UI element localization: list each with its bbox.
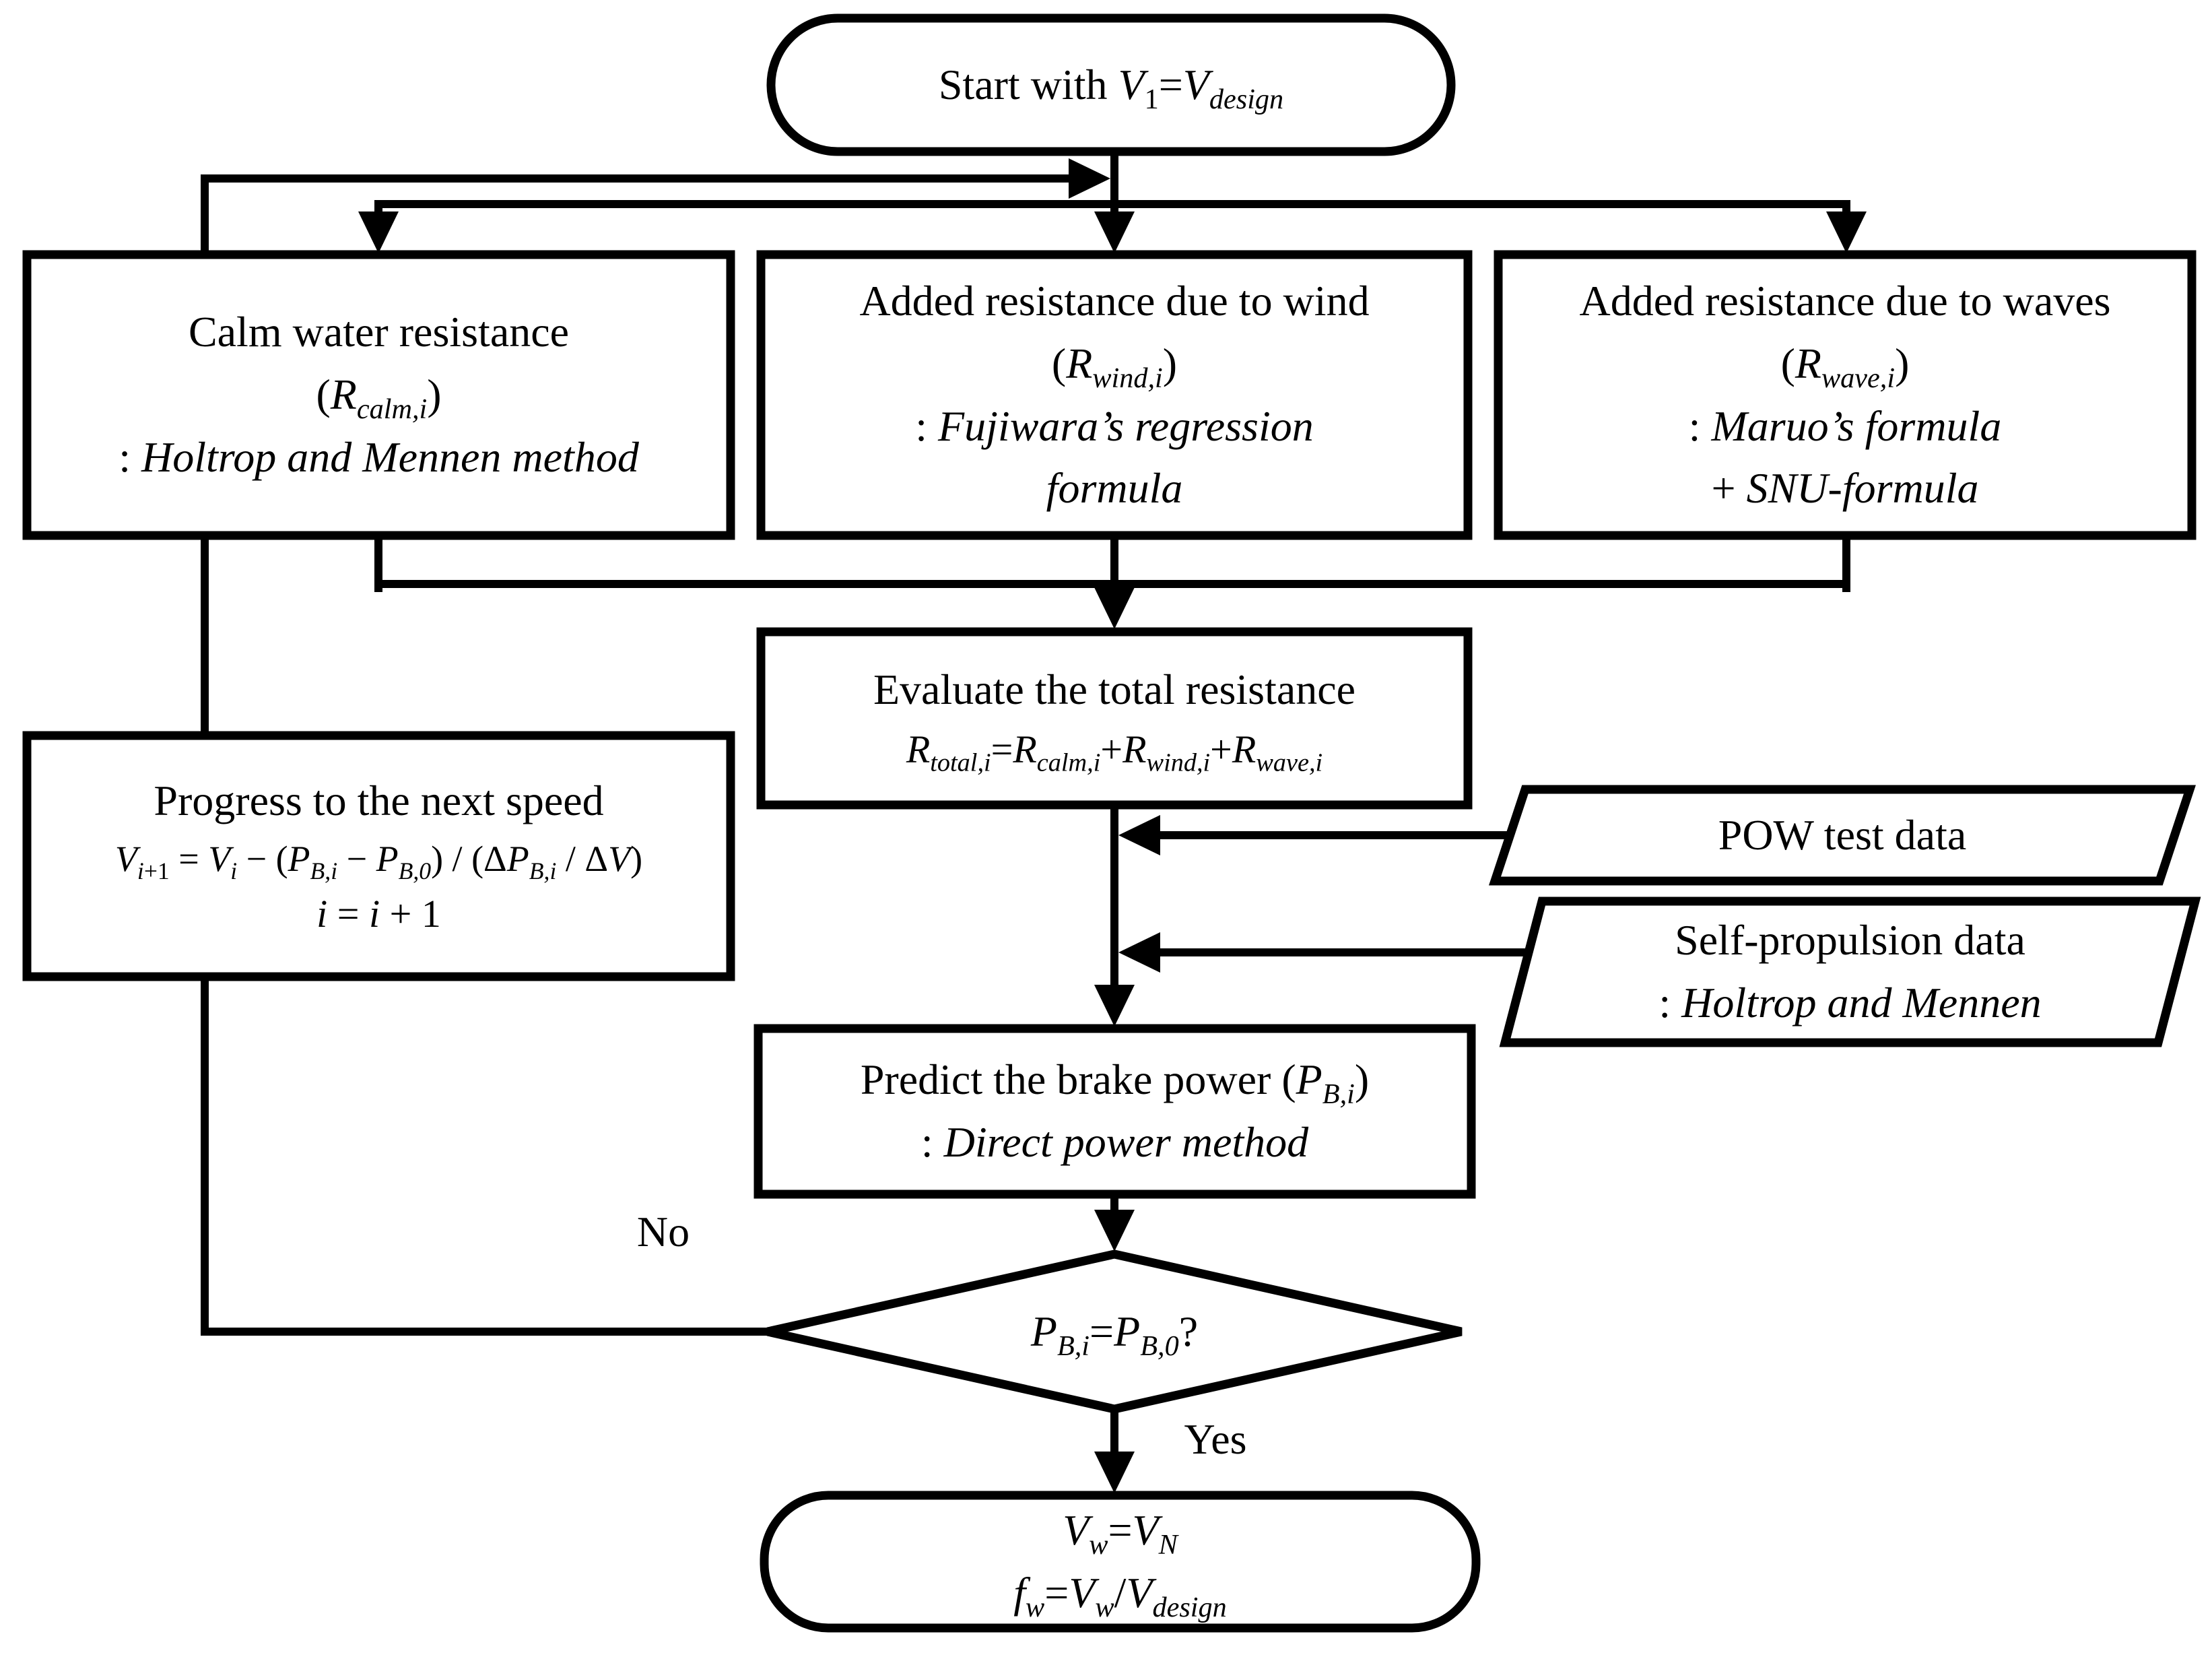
formula-line: Vi+1 = Vi − (PB,i − PB,0) / (ΔPB,i / ΔV): [114, 839, 643, 884]
arrowhead-into-wind: [1094, 211, 1135, 253]
start-terminal-shape: [766, 13, 1456, 156]
text-line: : Direct power method: [920, 1118, 1309, 1166]
arrowhead-selfprop-left: [1118, 932, 1160, 973]
formula-line: i = i + 1: [316, 891, 441, 936]
calm-water-box-shape: [22, 250, 735, 540]
wind-box-shape: [756, 250, 1473, 540]
text-line: PB,i=PB,0?: [1030, 1307, 1199, 1362]
waves-box-label: Added resistance due to waves (Rwave,i) …: [1498, 255, 2192, 535]
arrowhead-into-decision: [1094, 1210, 1135, 1251]
text-line: : Fujiwara’s regression: [915, 401, 1314, 450]
selfprop-data-parallelogram-shape: [1499, 897, 2201, 1047]
text-line: Start with V1=Vdesign: [938, 60, 1284, 115]
text-line: Self-propulsion data: [1675, 916, 2025, 965]
text-line: fw=Vw/Vdesign: [1013, 1568, 1227, 1623]
pow-data-parallelogram-shape: [1489, 785, 2196, 886]
start-terminal-label: Start with V1=Vdesign: [771, 18, 1451, 152]
text-line: + SNU-formula: [1711, 464, 1979, 513]
predict-box-shape: [753, 1024, 1476, 1199]
arrowhead-pow-left: [1118, 815, 1160, 855]
text-line: Predict the brake power (PB,i): [860, 1055, 1370, 1110]
wind-box-label: Added resistance due to wind (Rwind,i) :…: [761, 255, 1468, 535]
text-line: : Holtrop and Mennen: [1658, 979, 2042, 1027]
text-line: : Holtrop and Mennen method: [119, 432, 639, 481]
text-line: Progress to the next speed: [154, 777, 604, 825]
selfprop-data-label: Self-propulsion data : Holtrop and Menne…: [1512, 901, 2188, 1043]
formula-line: Rtotal,i=Rcalm,i+Rwind,i+Rwave,i: [906, 727, 1323, 777]
text-line: formula: [1046, 464, 1183, 513]
text-line: Added resistance due to wind: [859, 276, 1370, 325]
text-line: : Maruo’s formula: [1688, 401, 2002, 450]
arrowhead-into-evaluate: [1094, 587, 1135, 629]
predict-box-label: Predict the brake power (PB,i) : Direct …: [758, 1029, 1471, 1194]
arrowhead-into-calm: [358, 211, 399, 253]
yes-branch-label: Yes: [1184, 1415, 1247, 1463]
text-line: (Rcalm,i): [316, 370, 442, 425]
no-branch-label: No: [636, 1208, 690, 1256]
text-line: POW test data: [1718, 810, 1967, 859]
end-terminal-shape: [760, 1491, 1481, 1633]
progress-box-shape: [22, 731, 735, 981]
arrowhead-loop-rejoin-right: [1069, 158, 1110, 199]
text-line: (Rwave,i): [1780, 339, 1910, 394]
text-line: (Rwind,i): [1051, 339, 1178, 394]
calm-water-box-label: Calm water resistance (Rcalm,i) : Holtro…: [27, 255, 731, 535]
waves-box-shape: [1494, 250, 2197, 540]
text-line: Evaluate the total resistance: [873, 665, 1356, 714]
text-line: Calm water resistance: [188, 308, 570, 356]
decision-diamond-label: PB,i=PB,0?: [768, 1254, 1461, 1409]
evaluate-box-shape: [756, 627, 1473, 810]
evaluate-box-label: Evaluate the total resistance Rtotal,i=R…: [761, 632, 1468, 805]
pow-data-label: POW test data: [1502, 789, 2183, 881]
end-terminal-label: Vw=VN fw=Vw/Vdesign: [764, 1495, 1476, 1628]
text-line: Vw=VN: [1063, 1505, 1178, 1561]
arrowhead-into-predict: [1094, 985, 1135, 1027]
progress-box-label: Progress to the next speed Vi+1 = Vi − (…: [27, 736, 731, 977]
text-line: Added resistance due to waves: [1579, 276, 2111, 325]
decision-diamond-shape: [766, 1249, 1463, 1414]
arrowhead-into-waves: [1826, 211, 1867, 253]
arrowhead-into-end: [1094, 1452, 1135, 1493]
